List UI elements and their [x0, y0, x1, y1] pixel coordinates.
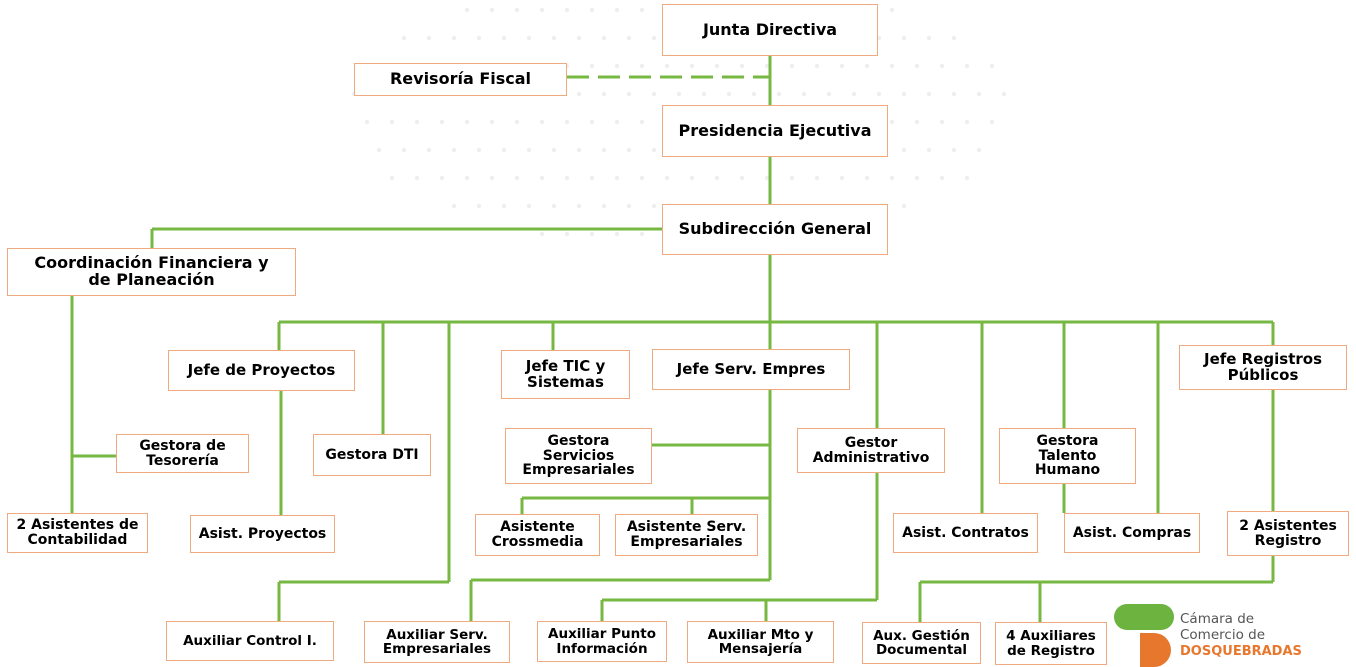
box-gestora-tesoreria: Gestora de Tesorería	[116, 434, 249, 473]
box-gestora-talento: Gestora Talento Humano	[999, 428, 1136, 484]
box-asist-registro: 2 Asistentes Registro	[1227, 511, 1349, 556]
box-asist-crossmedia: Asistente Crossmedia	[475, 514, 600, 556]
box-asist-proyectos: Asist. Proyectos	[190, 515, 335, 553]
box-aux-registro: 4 Auxiliares de Registro	[995, 622, 1107, 665]
box-aux-punto-informacion: Auxiliar Punto Información	[537, 621, 667, 662]
box-aux-mto-mensajeria: Auxiliar Mto y Mensajería	[687, 621, 834, 663]
box-asist-contabilidad: 2 Asistentes de Contabilidad	[7, 513, 148, 553]
box-asist-compras: Asist. Compras	[1064, 513, 1200, 553]
box-jefe-tic: Jefe TIC y Sistemas	[501, 350, 630, 399]
box-asist-contratos: Asist. Contratos	[893, 513, 1038, 553]
logo-line-3: DOSQUEBRADAS	[1180, 644, 1302, 659]
box-junta-directiva: Junta Directiva	[662, 4, 878, 56]
box-gestora-dti: Gestora DTI	[313, 434, 431, 476]
box-aux-gestion-documental: Aux. Gestión Documental	[862, 622, 981, 664]
logo-line-2: Comercio de	[1180, 627, 1265, 643]
box-jefe-registros: Jefe Registros Públicos	[1179, 345, 1347, 390]
box-presidencia-ejecutiva: Presidencia Ejecutiva	[662, 105, 888, 157]
box-revisoria-fiscal: Revisoría Fiscal	[354, 63, 567, 96]
box-coordinacion-financiera: Coordinación Financiera y de Planeación	[7, 248, 296, 296]
box-gestora-servicios: Gestora Servicios Empresariales	[505, 428, 652, 484]
box-aux-serv-empresariales: Auxiliar Serv. Empresariales	[364, 621, 510, 663]
box-aux-control: Auxiliar Control I.	[166, 621, 334, 661]
box-jefe-serv-empres: Jefe Serv. Empres	[652, 349, 850, 390]
box-subdireccion-general: Subdirección General	[662, 204, 888, 255]
logo-line-1: Cámara de	[1180, 611, 1255, 627]
box-asist-serv-empresariales: Asistente Serv. Empresariales	[615, 514, 758, 556]
box-gestor-administrativo: Gestor Administrativo	[797, 428, 945, 473]
box-jefe-proyectos: Jefe de Proyectos	[168, 350, 355, 391]
camara-comercio-logo-icon	[1114, 604, 1174, 667]
